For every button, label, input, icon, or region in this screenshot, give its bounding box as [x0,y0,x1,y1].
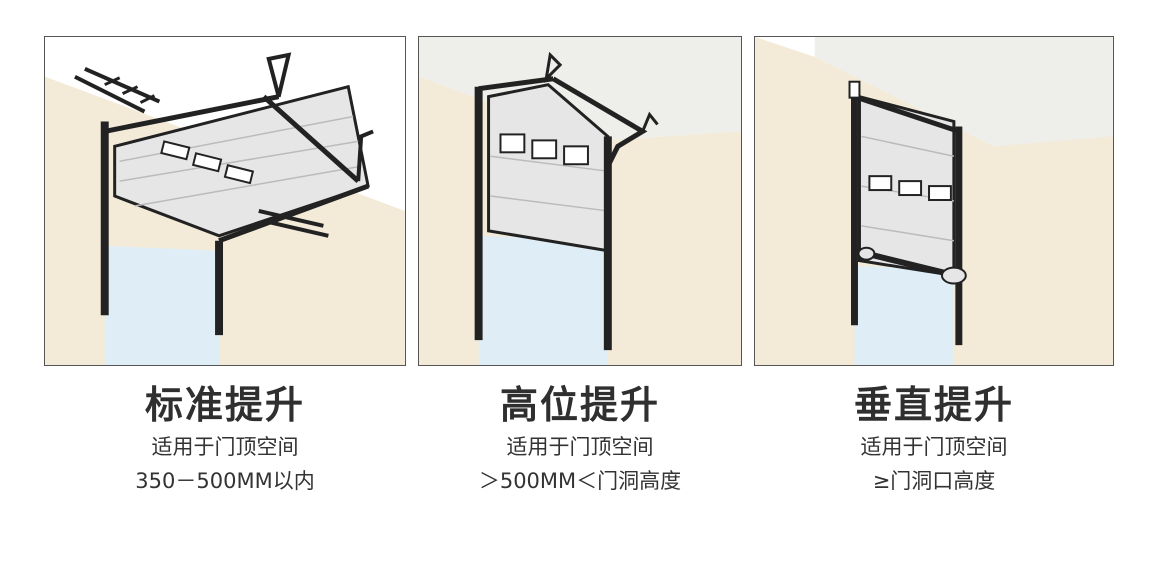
opening-sky [478,235,608,365]
caption-line-2: ＞500MM＜门洞高度 [478,469,682,493]
caption-title: 标准提升 [144,383,305,427]
caption-line-1: 适用于门顶空间 [151,435,299,459]
ceiling-shape [419,37,741,142]
caption-line-1: 适用于门顶空间 [860,435,1008,459]
vertical-lift-door-illustration [755,37,1113,365]
torsion-shaft [478,76,554,92]
high-lift-door-illustration [419,37,741,365]
caption-line-2: 350－500MM以内 [135,469,315,493]
caption-line-2: ≥门洞口高度 [872,469,996,493]
standard-lift-door-illustration [45,52,405,365]
vertical-lift-caption: 垂直提升 适用于门顶空间 ≥门洞口高度 [754,380,1114,498]
caption-line-1: 适用于门顶空间 [506,435,654,459]
standard-lift-caption: 标准提升 适用于门顶空间 350－500MM以内 [44,380,406,498]
high-lift-caption: 高位提升 适用于门顶空间 ＞500MM＜门洞高度 [418,380,742,498]
high-lift-illustration-panel [418,36,742,366]
caption-title: 高位提升 [499,383,660,427]
caption-title: 垂直提升 [853,383,1014,427]
torsion-shaft [104,94,280,134]
vertical-lift-illustration-panel [754,36,1114,366]
right-wall [993,136,1113,365]
opening-sky [854,265,954,365]
standard-lift-illustration-panel [44,36,406,366]
opening-sky [104,245,220,365]
